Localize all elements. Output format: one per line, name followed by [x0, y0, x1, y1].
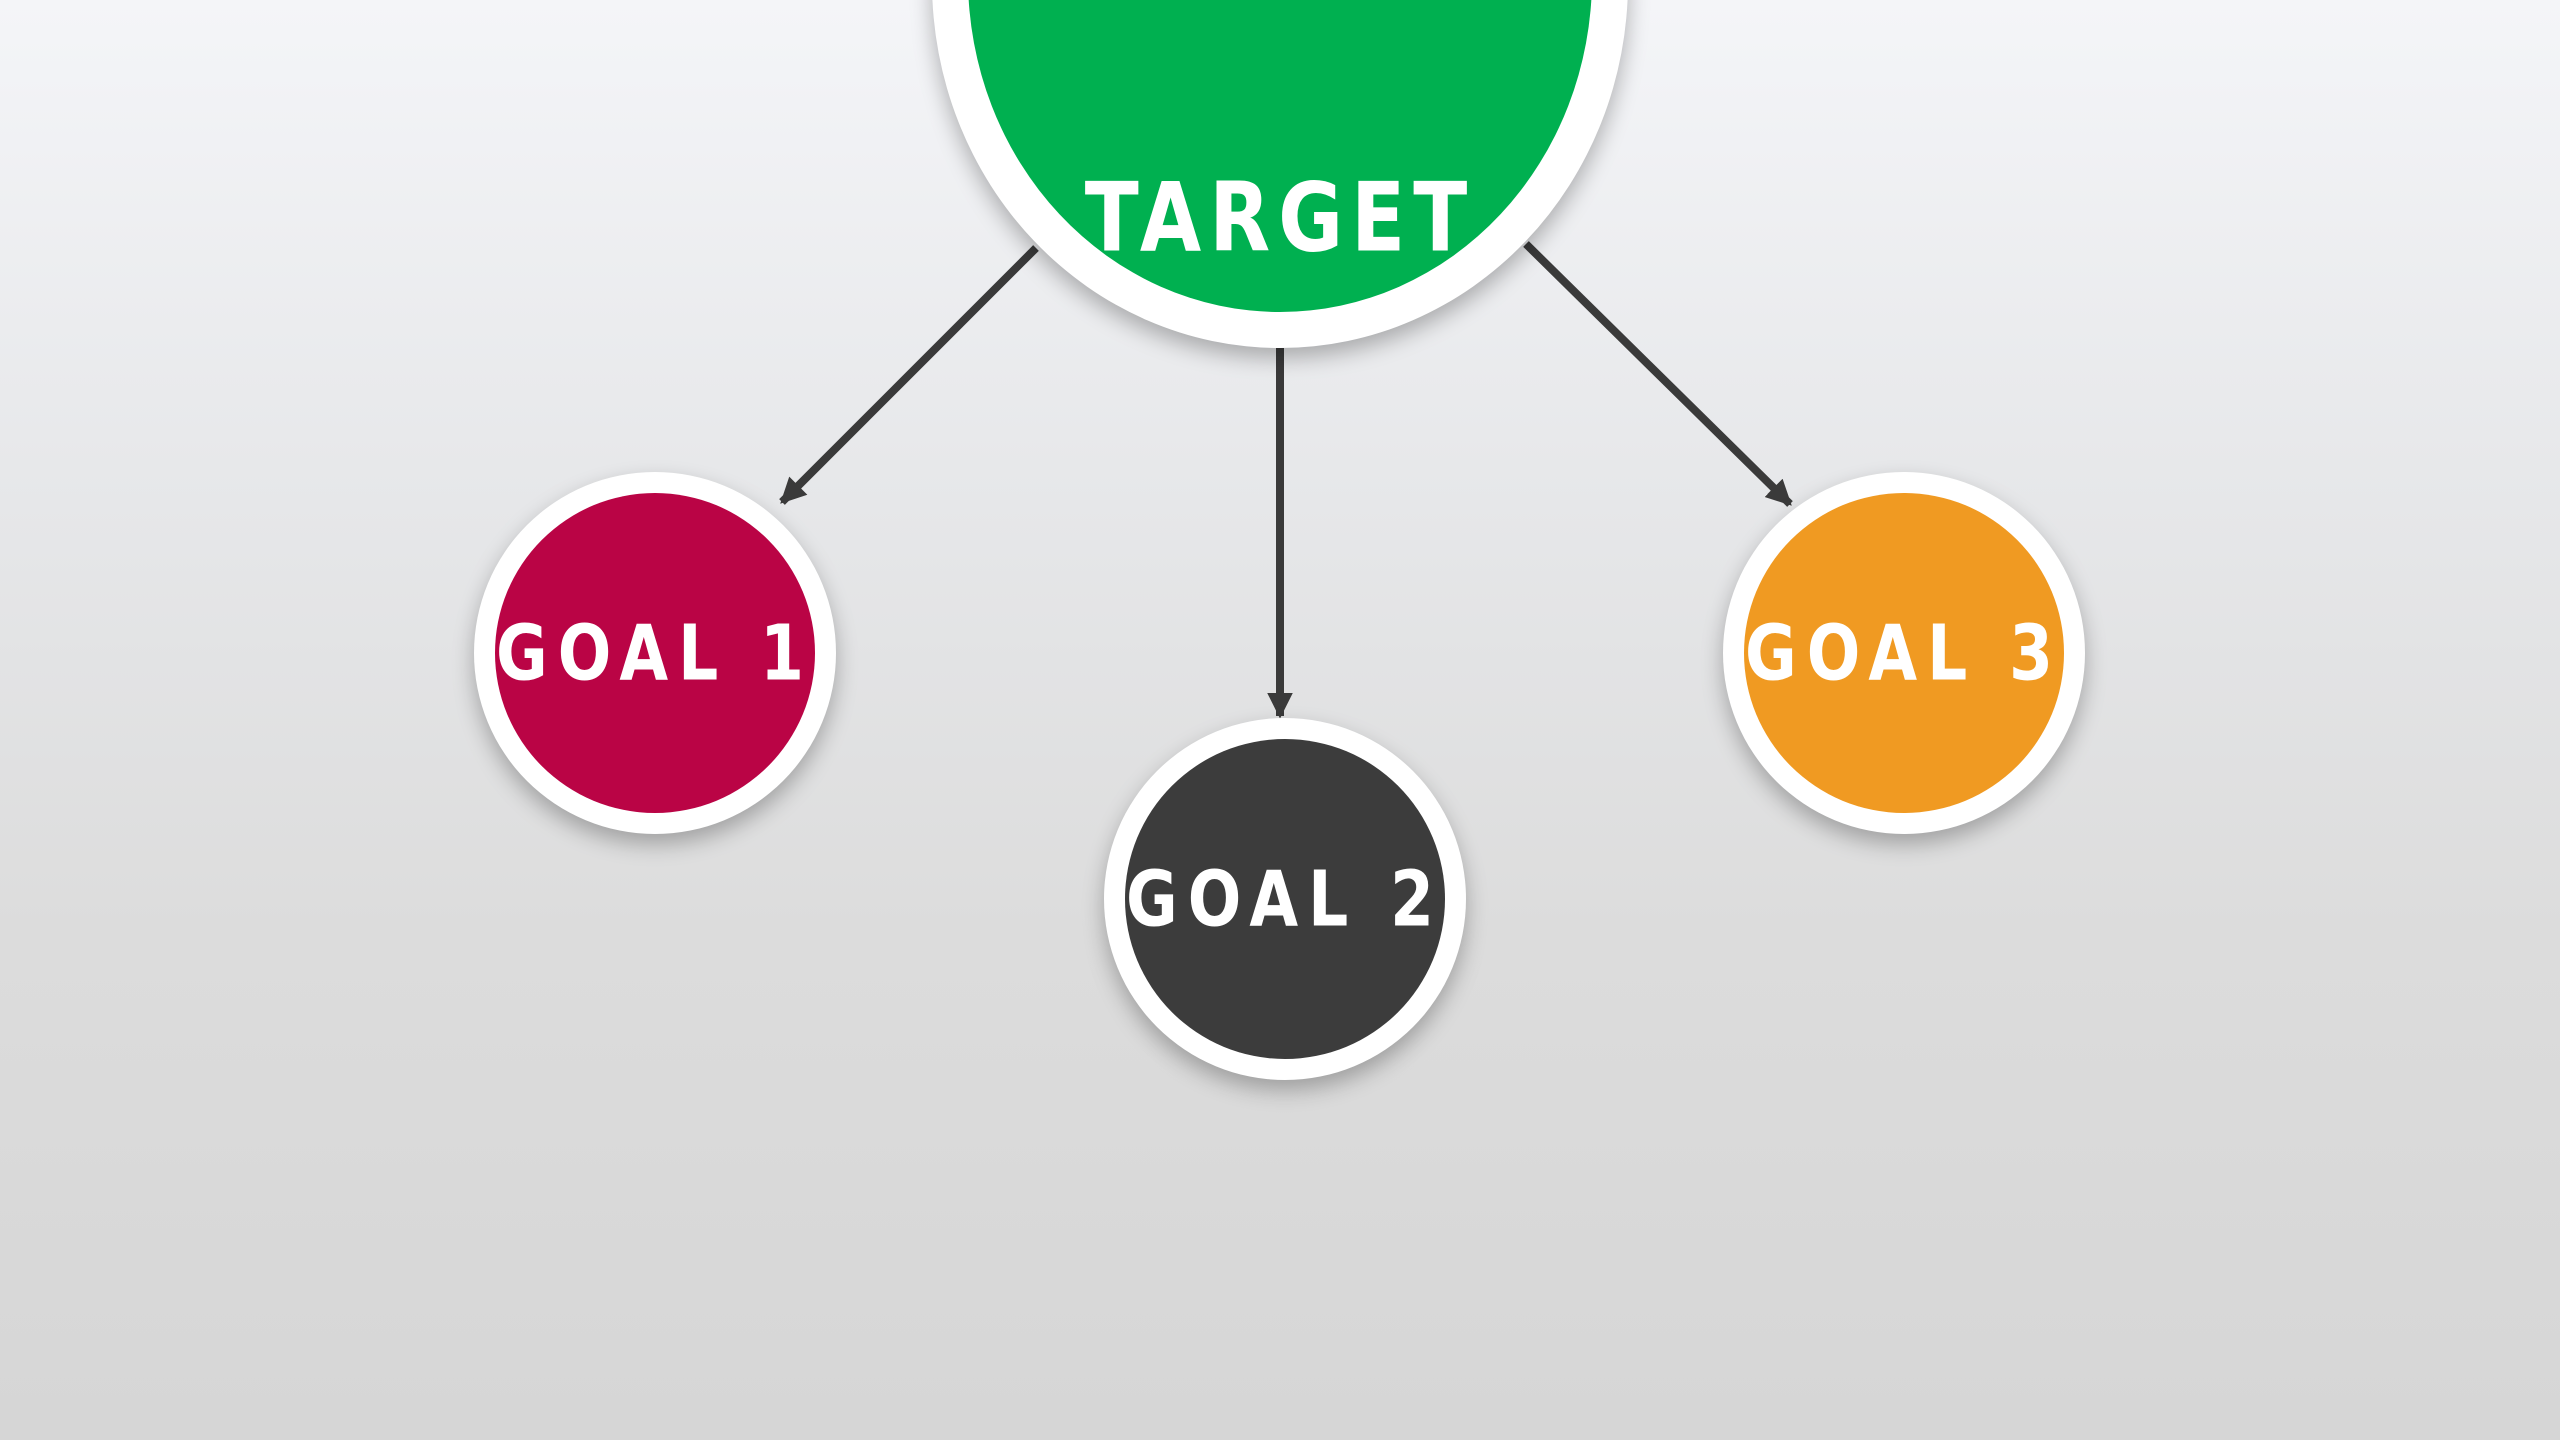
target-label: TARGET	[1084, 161, 1476, 274]
arrow-target-to-goal-1	[779, 245, 1039, 505]
goal-2-label: GOAL 2	[1126, 853, 1444, 945]
goal-2-node: GOAL 2	[1125, 739, 1445, 1059]
arrow-target-to-goal-3	[1523, 241, 1793, 507]
goal-1-node: GOAL 1	[495, 493, 815, 813]
goal-3-label: GOAL 3	[1745, 607, 2063, 699]
goal-3-node: GOAL 3	[1744, 493, 2064, 813]
goal-1-label: GOAL 1	[496, 607, 814, 699]
